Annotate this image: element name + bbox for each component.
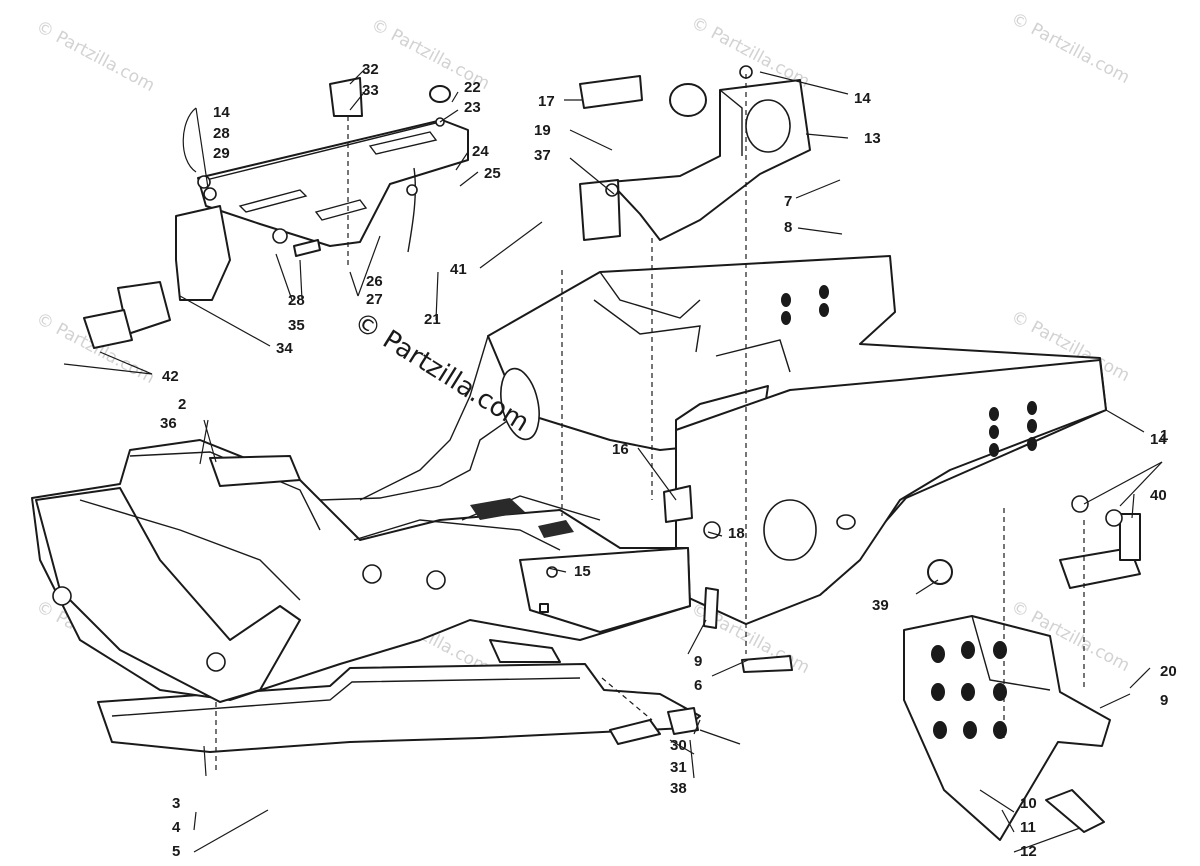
callout-7: 7 bbox=[784, 193, 792, 210]
callout-1: 1 bbox=[1160, 427, 1168, 444]
steering-support-part bbox=[579, 65, 811, 241]
watermark: © Partzilla.com bbox=[1008, 9, 1133, 88]
callout-13: 13 bbox=[864, 130, 881, 147]
right-bracket-part bbox=[703, 495, 1141, 841]
callout-12: 12 bbox=[1020, 843, 1037, 860]
callout-22: 22 bbox=[464, 79, 481, 96]
callout-24: 24 bbox=[472, 143, 489, 160]
belly-pan-part bbox=[97, 663, 701, 753]
callout-5: 5 bbox=[172, 843, 180, 860]
leader-lines bbox=[63, 67, 1163, 853]
callout-8: 8 bbox=[784, 219, 792, 236]
callout-33: 33 bbox=[362, 82, 379, 99]
callout-25: 25 bbox=[484, 165, 501, 182]
callout-34: 34 bbox=[276, 340, 293, 357]
callout-40: 40 bbox=[1150, 487, 1167, 504]
callout-37: 37 bbox=[534, 147, 551, 164]
alignment-lines bbox=[215, 74, 1085, 770]
callout-42: 42 bbox=[162, 368, 179, 385]
callout-16: 16 bbox=[612, 441, 629, 458]
callout-3: 3 bbox=[172, 795, 180, 812]
callout-18: 18 bbox=[728, 525, 745, 542]
callout-23: 23 bbox=[464, 99, 481, 116]
callout-19: 19 bbox=[534, 122, 551, 139]
callout-38: 38 bbox=[670, 780, 687, 797]
callout-26: 26 bbox=[366, 273, 383, 290]
callout-9: 9 bbox=[694, 653, 702, 670]
callout-11: 11 bbox=[1020, 819, 1036, 836]
callout-2: 2 bbox=[178, 396, 186, 413]
callout-21: 21 bbox=[424, 311, 441, 328]
chassis-tunnel-part bbox=[269, 255, 1107, 625]
callout-36: 36 bbox=[160, 415, 177, 432]
callout-32: 32 bbox=[362, 61, 379, 78]
callout-28: 28 bbox=[288, 292, 305, 309]
callout-9: 9 bbox=[1160, 692, 1168, 709]
callout-41: 41 bbox=[450, 261, 467, 278]
callout-29: 29 bbox=[213, 145, 230, 162]
callout-35: 35 bbox=[288, 317, 305, 334]
callout-20: 20 bbox=[1160, 663, 1177, 680]
callout-30: 30 bbox=[670, 737, 687, 754]
callout-27: 27 bbox=[366, 291, 383, 308]
callout-labels: 1 2 3 4 5 6 7 8 9 9 10 11 12 13 14 14 14… bbox=[160, 61, 1177, 860]
callout-10: 10 bbox=[1020, 795, 1037, 812]
callout-31: 31 bbox=[670, 759, 687, 776]
front-frame-part bbox=[31, 439, 691, 703]
callout-14: 14 bbox=[1150, 431, 1167, 448]
upper-left-bracket-part bbox=[83, 77, 469, 349]
callout-14: 14 bbox=[213, 104, 230, 121]
callout-39: 39 bbox=[872, 597, 889, 614]
callout-28: 28 bbox=[213, 125, 230, 142]
callout-17: 17 bbox=[538, 93, 555, 110]
callout-6: 6 bbox=[694, 677, 702, 694]
callout-14: 14 bbox=[854, 90, 871, 107]
watermark: © Partzilla.com bbox=[33, 17, 158, 96]
callout-4: 4 bbox=[172, 819, 181, 836]
callout-15: 15 bbox=[574, 563, 591, 580]
